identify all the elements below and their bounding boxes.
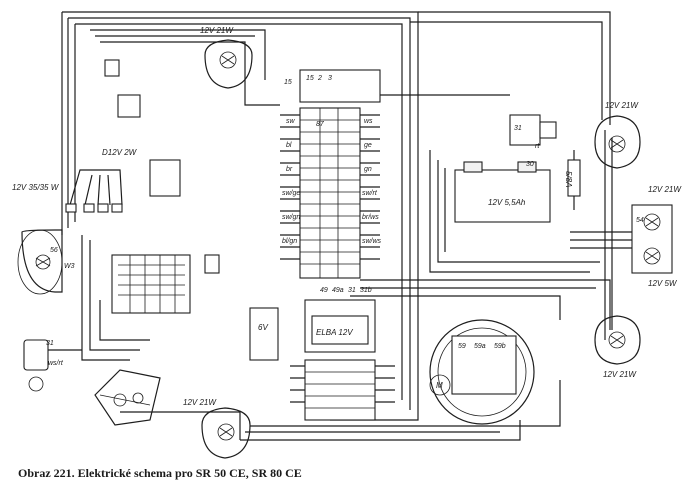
wire-code-11: bl/gn xyxy=(282,238,297,245)
wire-code-8: sw/rt xyxy=(362,190,378,197)
bulb-right-bottom xyxy=(594,315,641,365)
wire-code-7: sw/ge xyxy=(282,190,300,197)
capacitor-6v xyxy=(249,307,279,361)
top-switch-t2: 3 xyxy=(328,75,332,82)
motor-pin-1: 59a xyxy=(474,343,486,350)
bulb-top xyxy=(204,39,253,89)
regulator-label: ELBA 12V xyxy=(316,328,353,337)
bulb-right-mid-label: 12V 21W xyxy=(648,185,682,194)
relay-t0: 31 xyxy=(514,125,522,132)
bulb-right-mid xyxy=(631,204,673,274)
lower-connector xyxy=(290,359,395,421)
center-term-1: 49a xyxy=(332,287,344,294)
wire-code-3: gn xyxy=(364,166,372,173)
top-switch-t1: 2 xyxy=(317,75,322,82)
wire-code-2: br xyxy=(286,166,293,173)
bulb-right-5w-label: 12V 5W xyxy=(648,279,678,288)
motor-pin-2: 59b xyxy=(494,343,506,350)
wire-code-1: bl xyxy=(286,142,292,149)
relay-t1: 30 xyxy=(526,161,534,168)
motor-label: M xyxy=(436,381,443,390)
bulb-bottom-left-label: 12V 21W xyxy=(183,398,217,407)
center-term-2: 31 xyxy=(348,287,356,294)
wire-code-12: sw/ws xyxy=(362,238,382,245)
small-term-5: 87 xyxy=(316,121,325,128)
top-switch: 15 2 3 xyxy=(299,69,381,103)
center-term-3: 31b xyxy=(360,287,372,294)
battery-label: 12V 5,5Ah xyxy=(488,198,526,207)
battery xyxy=(454,161,551,223)
capacitor-label: 6V xyxy=(258,323,268,332)
wire-code-6: ge xyxy=(364,142,372,149)
bulb-right-bottom-label: 12V 21W xyxy=(603,370,637,379)
bulb-right-top-label: 12V 21W xyxy=(605,101,639,110)
bulb-right-top xyxy=(594,115,641,169)
horn xyxy=(23,339,82,392)
harness-wires xyxy=(61,11,613,441)
bulb-bottom-left xyxy=(201,407,251,459)
motor-pin-0: 59 xyxy=(458,343,466,350)
wire-code-4: rt xyxy=(535,143,540,150)
diode-group xyxy=(65,159,181,213)
small-term-2: W3 xyxy=(64,263,75,270)
small-term-4: 15 xyxy=(284,79,292,86)
left-switch-cluster xyxy=(104,59,220,314)
headlight-label: 12V 35/35 W xyxy=(12,183,60,192)
small-term-3: 54 xyxy=(636,217,644,224)
wire-code-9: sw/gn xyxy=(282,214,300,221)
bulb-top-label: 12V 21W xyxy=(200,26,234,35)
motor-generator xyxy=(429,319,535,425)
top-switch-t0: 15 xyxy=(306,75,314,82)
diode-label: D12V 2W xyxy=(102,148,138,157)
relay-right: 31 30 xyxy=(509,114,557,168)
small-term-1: 56 xyxy=(50,247,58,254)
headlight-left xyxy=(17,229,63,295)
small-term-0: 31 xyxy=(46,340,54,347)
wire-code-10: br/ws xyxy=(362,214,379,221)
right-rail-wires xyxy=(570,231,632,249)
ignition-switch xyxy=(94,369,161,426)
fuse xyxy=(567,150,581,210)
wire-code-13: ws/rt xyxy=(48,360,64,367)
wire-code-5: ws xyxy=(364,118,373,125)
wire-code-0: sw xyxy=(286,118,296,125)
fuse-label: 5/8A xyxy=(564,171,573,187)
figure-caption: Obraz 221. Elektrické schema pro SR 50 C… xyxy=(18,466,302,480)
central-connector-block xyxy=(280,107,380,279)
regulator xyxy=(304,299,376,353)
center-term-0: 49 xyxy=(320,287,328,294)
